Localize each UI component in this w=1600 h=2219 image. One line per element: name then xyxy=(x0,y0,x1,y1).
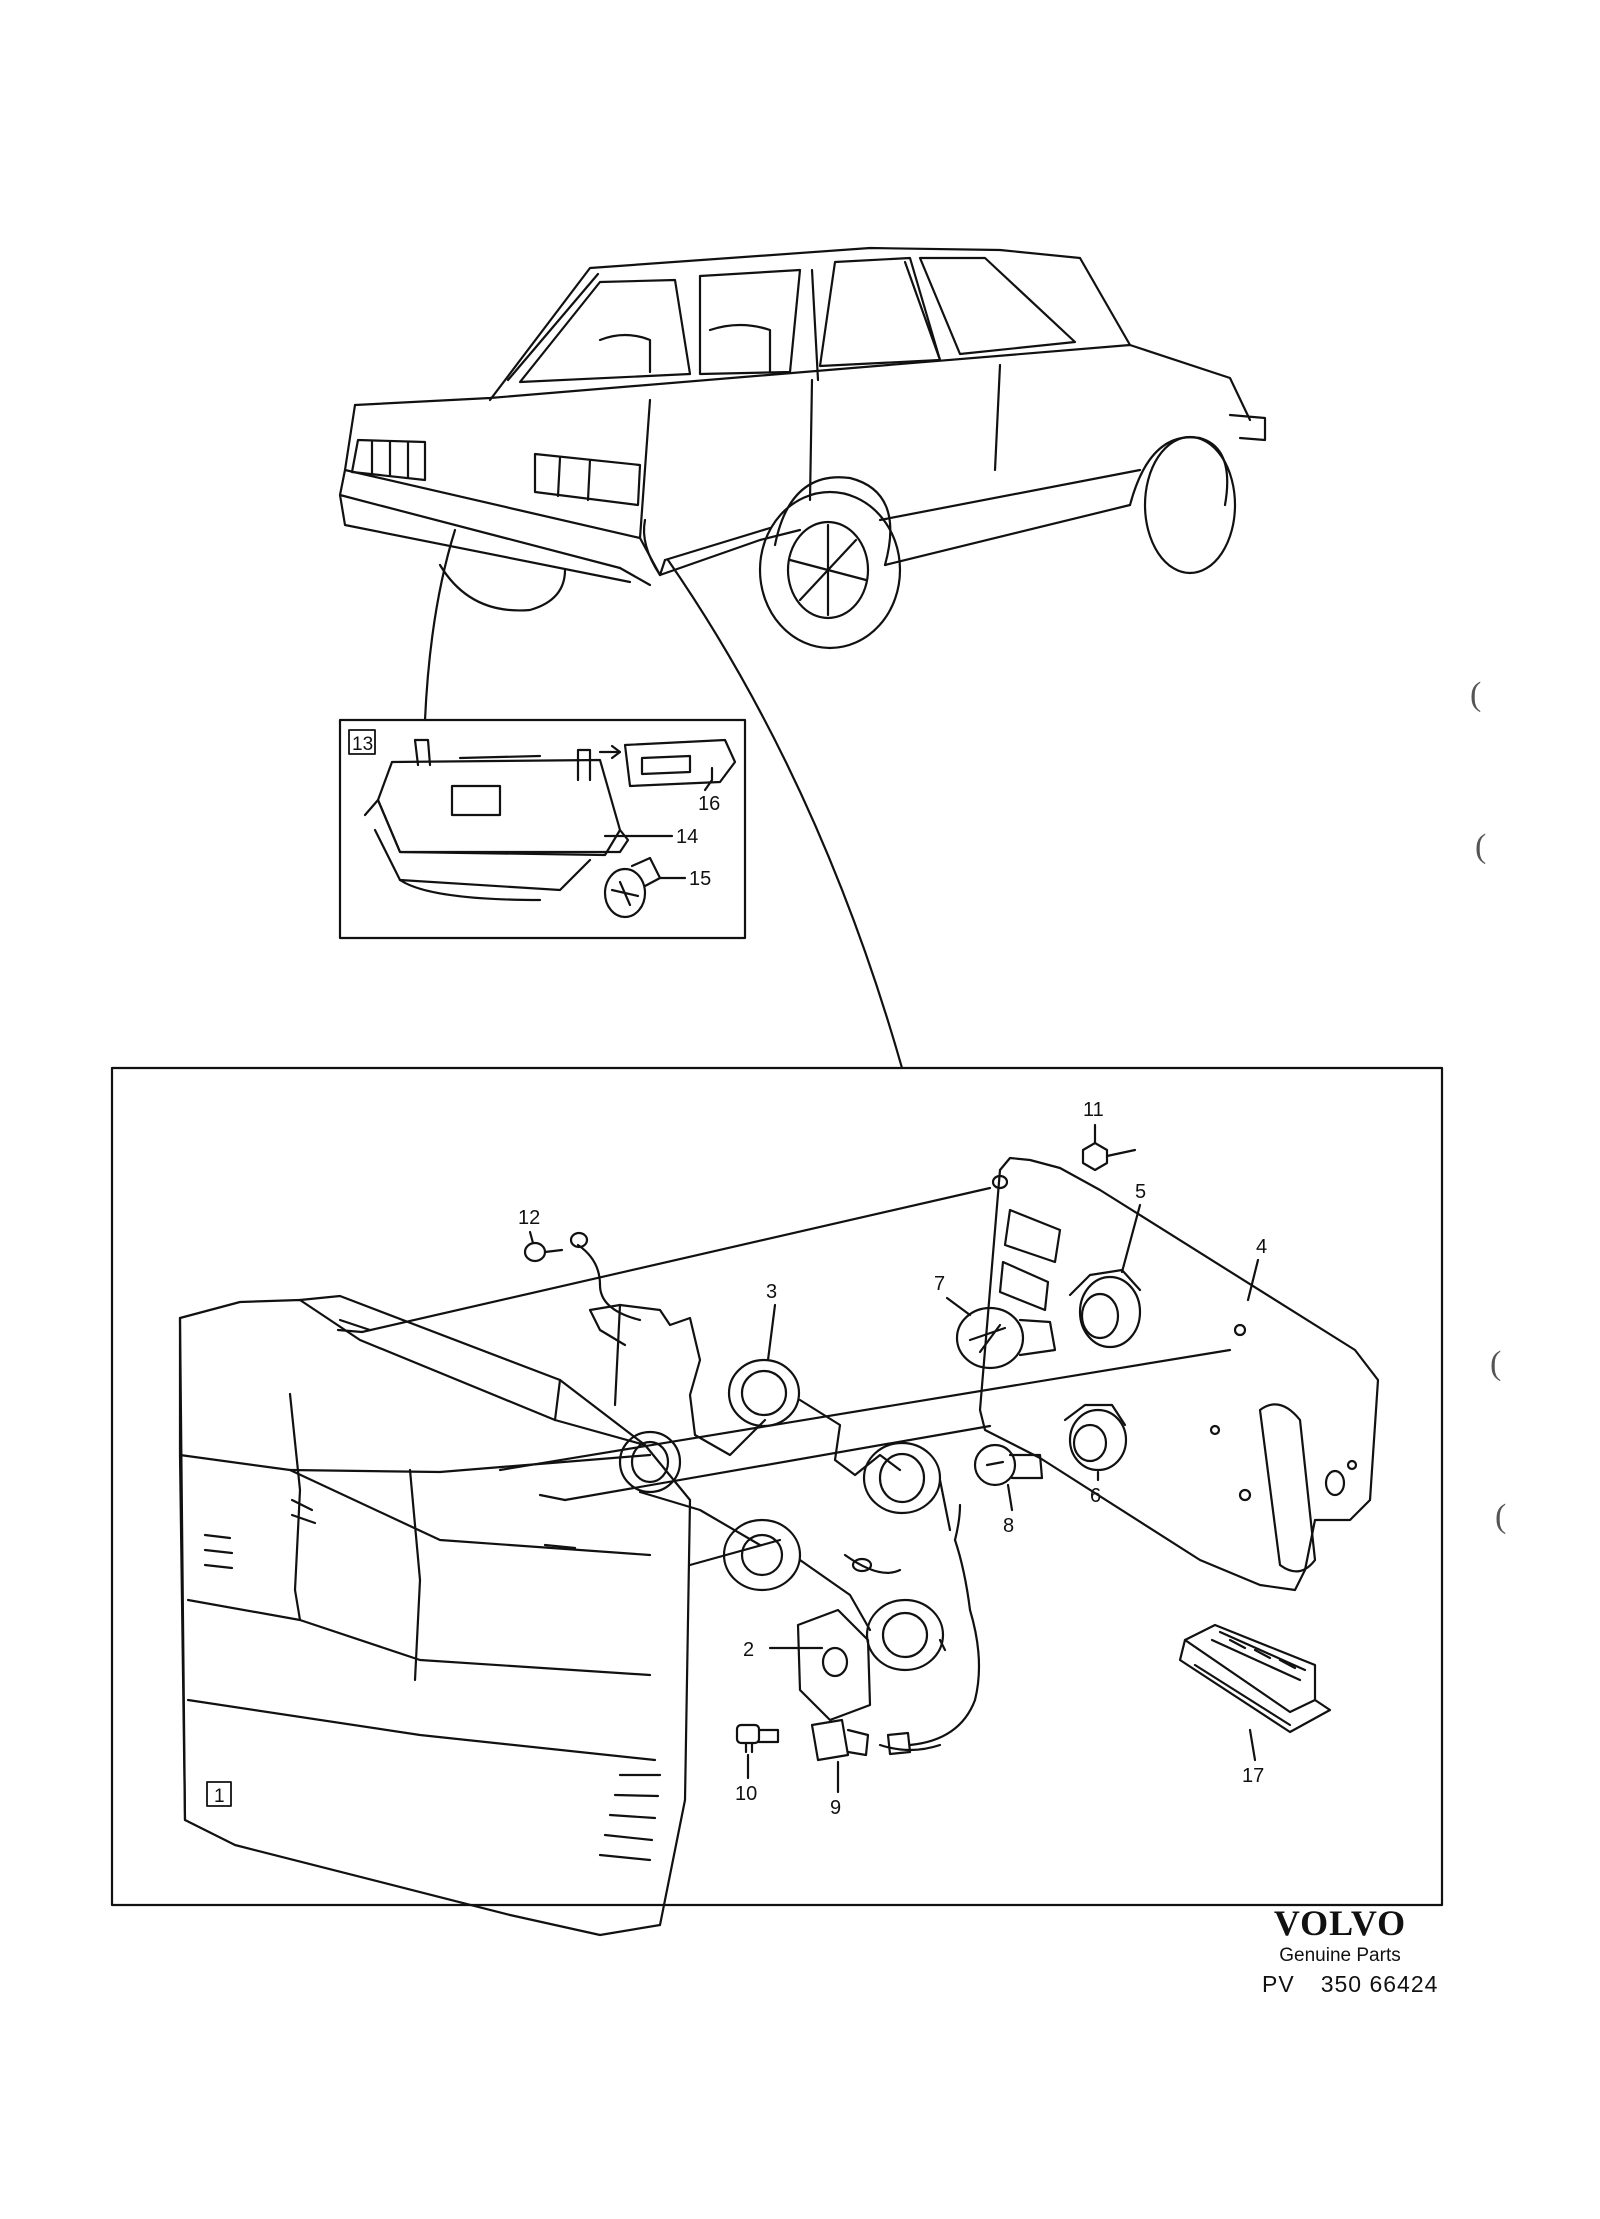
inset-box xyxy=(338,718,747,940)
leader-7 xyxy=(945,1296,972,1317)
leader-16 xyxy=(703,766,714,792)
leader-17 xyxy=(1248,1728,1257,1762)
brand-subtitle: Genuine Parts xyxy=(1279,1945,1401,1966)
wire-eyelet-upper xyxy=(569,1231,589,1249)
leader-5 xyxy=(1120,1203,1142,1274)
callout-9: 9 xyxy=(830,1797,841,1819)
margin-mark-2: ( xyxy=(1475,828,1487,865)
gasket xyxy=(588,1303,952,1672)
callout-6: 6 xyxy=(1090,1485,1101,1507)
inset-box-number: 13 xyxy=(352,734,373,755)
margin-mark-3: ( xyxy=(1490,1345,1502,1382)
part-number-value: 350 66424 xyxy=(1320,1971,1439,1997)
stud-lower xyxy=(538,1493,567,1502)
lamp-bulb-small xyxy=(603,856,662,919)
leader-4 xyxy=(1246,1258,1260,1302)
callout-15: 15 xyxy=(689,868,711,890)
part-number-prefix: PV xyxy=(1262,1971,1295,1997)
callout-16: 16 xyxy=(698,793,720,815)
callout-17: 17 xyxy=(1242,1765,1264,1787)
lamp-holder-plate xyxy=(978,1156,1380,1592)
bulb-socket-small xyxy=(810,1718,870,1762)
callout-7: 7 xyxy=(934,1273,945,1295)
part-number: PV 350 66424 xyxy=(1262,1971,1464,1998)
callout-3: 3 xyxy=(766,1281,777,1303)
brand-logo: VOLVO xyxy=(1273,1903,1407,1943)
main-box xyxy=(110,1066,1444,1907)
socket-upper xyxy=(1068,1268,1142,1349)
callout-11: 11 xyxy=(1083,1099,1104,1121)
bulb-medium xyxy=(973,1443,1044,1487)
leader-8 xyxy=(1006,1483,1014,1512)
callout-8: 8 xyxy=(1003,1515,1014,1537)
ground-wire-upper xyxy=(576,1243,642,1322)
callout-5: 5 xyxy=(1135,1181,1146,1203)
fuse-connector-block xyxy=(1178,1623,1332,1734)
inset-box-tag xyxy=(348,729,376,755)
tail-lamp-lens xyxy=(178,1294,692,1937)
callout-10: 10 xyxy=(735,1783,757,1805)
callout-14: 14 xyxy=(676,826,698,848)
margin-mark-4: ( xyxy=(1495,1498,1507,1535)
callout-2: 2 xyxy=(743,1639,754,1661)
bulb-wedge-small xyxy=(735,1723,780,1754)
margin-mark-1: ( xyxy=(1470,676,1482,713)
leader-line-inset xyxy=(423,528,457,722)
guide-line-2 xyxy=(498,1348,1232,1472)
guide-line-1 xyxy=(360,1186,992,1334)
leader-12 xyxy=(528,1230,535,1245)
car-illustration xyxy=(338,246,1267,650)
main-box-number: 1 xyxy=(214,1786,225,1807)
main-box-tag xyxy=(206,1781,232,1807)
lamp-connector xyxy=(598,738,737,788)
socket-lower xyxy=(1063,1403,1128,1472)
wire-connector xyxy=(843,1503,981,1756)
guide-line-4 xyxy=(688,1538,782,1567)
bulb-large xyxy=(955,1306,1057,1370)
license-lamp-housing xyxy=(363,738,630,902)
stud-upper xyxy=(336,1328,364,1334)
callout-12: 12 xyxy=(518,1207,540,1229)
screw xyxy=(523,1241,564,1263)
nut xyxy=(1081,1141,1137,1172)
leader-3 xyxy=(766,1303,777,1362)
guide-line-3 xyxy=(563,1424,992,1502)
bulb-holder-plate xyxy=(796,1608,872,1722)
callout-4: 4 xyxy=(1256,1236,1267,1258)
leader-line-main xyxy=(666,558,904,1070)
